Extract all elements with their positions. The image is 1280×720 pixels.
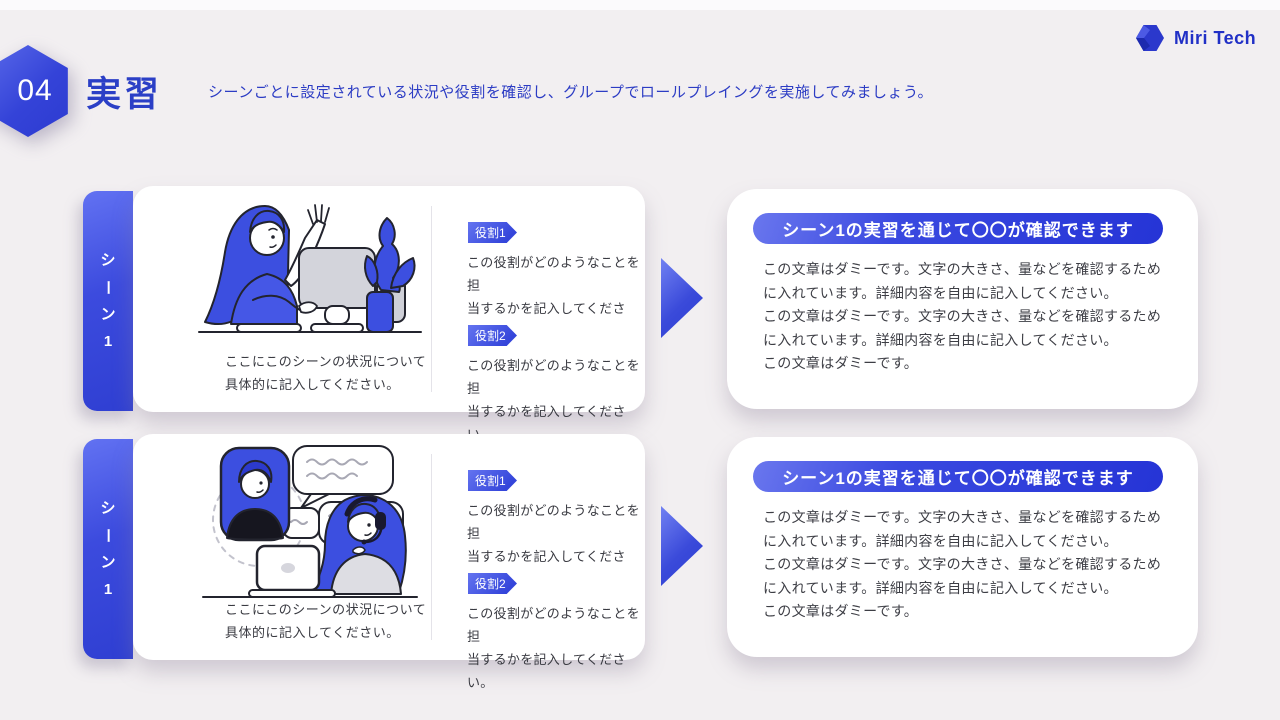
result-card: シーン1の実習を通じて〇〇が確認できます この文章はダミーです。文字の大きさ、量… [727,189,1198,409]
online-video-call-illustration [202,445,418,598]
result-body-line: この文章はダミーです。 [763,355,919,371]
result-body-line: に入れています。詳細内容を自由に記入してください。 [763,331,1118,348]
vertical-divider [431,206,432,392]
brand-name: Miri Tech [1174,27,1257,48]
caption-line: ここにこのシーンの状況について [225,602,427,617]
brand-logo: Miri Tech [1135,24,1256,52]
result-body: この文章はダミーです。文字の大きさ、量などを確認するため に入れています。詳細内… [763,258,1161,376]
result-body-line: この文章はダミーです。文字の大きさ、量などを確認するため [763,509,1162,525]
scene-detail-card: ここにこのシーンの状況について 具体的に記入してください。 役割1 この役割がど… [133,434,645,690]
scene-tab-char: ン [100,554,116,571]
scene-tab-char: ン [100,306,116,323]
role-text-line: この役割がどのようなことを担 [467,358,640,396]
scene-tab-char: ー [99,279,117,296]
result-body-line: に入れています。詳細内容を自由に記入してください。 [763,532,1118,549]
right-arrow-icon [661,506,703,586]
scene-tab-char: シ [100,500,116,517]
vertical-divider [431,454,432,640]
top-highlight-strip [0,0,1280,10]
role-text-line: この役割がどのようなことを担 [467,606,640,644]
result-body-line: この文章はダミーです。文字の大きさ、量などを確認するため [763,556,1162,572]
section-number: 04 [17,74,53,107]
result-body: この文章はダミーです。文字の大きさ、量などを確認するため に入れています。詳細内… [763,506,1161,624]
scene-tab-char: シ [100,252,116,269]
caption-line: ここにこのシーンの状況について [225,354,427,369]
role-2-badge: 役割2 [468,325,517,346]
result-title-pill: シーン1の実習を通じて〇〇が確認できます [753,213,1163,244]
role-2-badge: 役割2 [468,573,517,594]
scene-tab: シ ー ン 1 [83,439,133,659]
scene-row-2: シ ー ン 1 [83,434,1198,690]
scene-detail-card: ここにこのシーンの状況について 具体的に記入してください。 役割1 この役割がど… [133,186,645,442]
role-2-description: この役割がどのようなことを担 当するかを記入してください。 [467,602,645,694]
caption-line: 具体的に記入してください。 [225,377,400,392]
role-text-line: 当するかを記入してください。 [467,652,626,690]
result-body-line: この文章はダミーです。文字の大きさ、量などを確認するため [763,308,1162,324]
result-card: シーン1の実習を通じて〇〇が確認できます この文章はダミーです。文字の大きさ、量… [727,437,1198,657]
section-number-hexagon: 04 [0,45,74,137]
role-1-badge: 役割1 [468,470,517,491]
scene-row-1: シ ー ン 1 ここにこの [83,186,1198,442]
scene-tab-char: 1 [103,581,113,598]
scene-caption: ここにこのシーンの状況について 具体的に記入してください。 [225,598,426,644]
caption-line: 具体的に記入してください。 [225,625,400,640]
role-1-badge: 役割1 [468,222,517,243]
scene-tab: シ ー ン 1 [83,191,133,411]
result-body-line: この文章はダミーです。文字の大きさ、量などを確認するため [763,261,1162,277]
woman-at-desktop-waving-illustration [198,204,422,333]
page-subtitle: シーンごとに設定されている状況や役割を確認し、グループでロールプレイングを実施し… [208,84,934,101]
right-arrow-icon [661,258,703,338]
page-title: 実習 [86,75,163,114]
scene-tab-char: 1 [103,333,113,350]
result-title-pill: シーン1の実習を通じて〇〇が確認できます [753,461,1163,492]
result-body-line: この文章はダミーです。 [763,603,919,619]
role-text-line: この役割がどのようなことを担 [467,255,640,293]
role-2-description: この役割がどのようなことを担 当するかを記入してください。 [467,354,645,446]
scene-tab-char: ー [99,527,117,544]
result-body-line: に入れています。詳細内容を自由に記入してください。 [763,579,1118,596]
result-body-line: に入れています。詳細内容を自由に記入してください。 [763,284,1118,301]
scene-caption: ここにこのシーンの状況について 具体的に記入してください。 [225,350,426,396]
role-text-line: この役割がどのようなことを担 [467,503,640,541]
hexagon-logo-icon [1136,25,1164,51]
hexagon-shape: 04 [0,45,68,137]
